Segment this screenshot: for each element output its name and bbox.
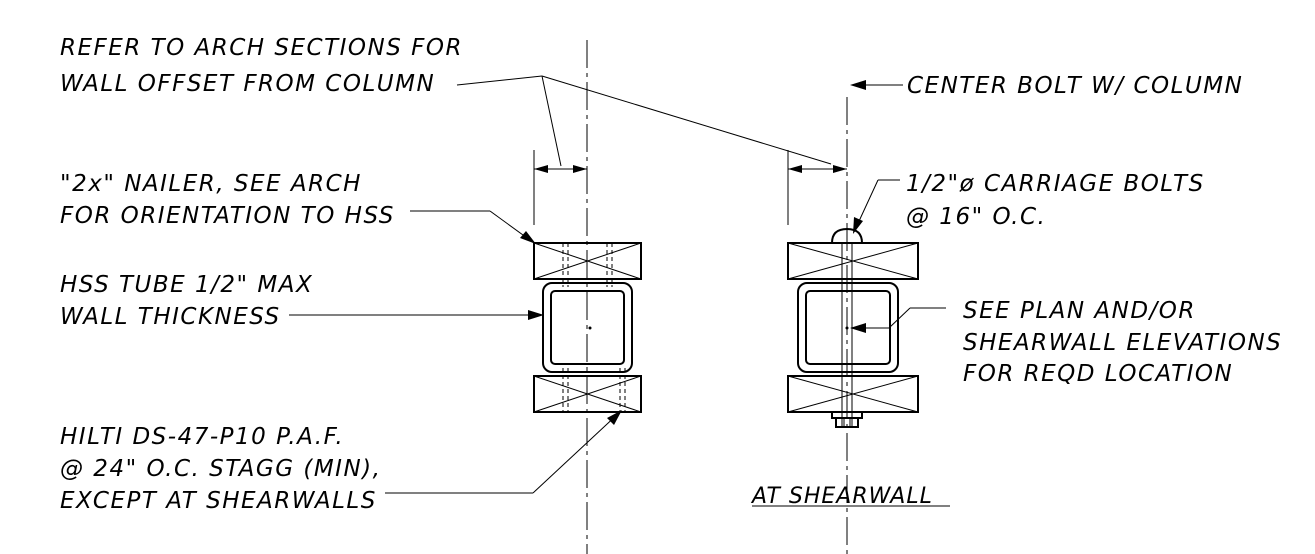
carriage-bolt-head bbox=[831, 227, 863, 244]
left-paf-fasteners bbox=[562, 243, 626, 412]
svg-text:REFER TO ARCH SECTIONS FOR: REFER TO ARCH SECTIONS FOR bbox=[60, 35, 463, 61]
note-refer-arch-sections: REFER TO ARCH SECTIONS FOR WALL OFFSET F… bbox=[60, 35, 463, 97]
right-top-nailer bbox=[787, 242, 919, 280]
detail-title: AT SHEARWALL bbox=[750, 484, 950, 509]
left-detail bbox=[533, 40, 642, 554]
note-center-bolt: CENTER BOLT W/ COLUMN bbox=[907, 73, 1243, 99]
svg-text:SHEARWALL ELEVATIONS: SHEARWALL ELEVATIONS bbox=[963, 330, 1282, 356]
svg-text:FOR REQD LOCATION: FOR REQD LOCATION bbox=[963, 361, 1233, 387]
left-hss-tube bbox=[542, 282, 633, 373]
left-offset-dimension bbox=[533, 150, 587, 225]
svg-text:EXCEPT AT SHEARWALLS: EXCEPT AT SHEARWALLS bbox=[60, 488, 377, 514]
right-offset-dimension bbox=[787, 150, 847, 225]
note-hilti: HILTI DS-47-P10 P.A.F. @ 24" O.C. STAGG … bbox=[60, 424, 381, 514]
note-hss-tube: HSS TUBE 1/2" MAX WALL THICKNESS bbox=[60, 272, 313, 330]
svg-text:1/2"ø CARRIAGE BOLTS: 1/2"ø CARRIAGE BOLTS bbox=[906, 171, 1205, 197]
svg-text:SEE PLAN AND/OR: SEE PLAN AND/OR bbox=[963, 298, 1196, 324]
svg-text:HILTI DS-47-P10 P.A.F.: HILTI DS-47-P10 P.A.F. bbox=[60, 424, 344, 450]
note-nailer: "2x" NAILER, SEE ARCH FOR ORIENTATION TO… bbox=[60, 171, 395, 229]
svg-text:AT SHEARWALL: AT SHEARWALL bbox=[750, 484, 933, 509]
note-carriage-bolts: 1/2"ø CARRIAGE BOLTS @ 16" O.C. bbox=[906, 171, 1205, 230]
left-top-nailer bbox=[533, 242, 642, 280]
carriage-bolt-shank bbox=[841, 243, 853, 428]
svg-text:WALL OFFSET FROM COLUMN: WALL OFFSET FROM COLUMN bbox=[60, 71, 435, 97]
right-bottom-nailer bbox=[787, 375, 919, 413]
note-see-plan: SEE PLAN AND/OR SHEARWALL ELEVATIONS FOR… bbox=[963, 298, 1282, 387]
svg-text:WALL THICKNESS: WALL THICKNESS bbox=[60, 304, 281, 330]
left-bottom-nailer bbox=[533, 375, 642, 413]
svg-text:"2x" NAILER, SEE ARCH: "2x" NAILER, SEE ARCH bbox=[60, 171, 362, 197]
svg-text:HSS TUBE 1/2" MAX: HSS TUBE 1/2" MAX bbox=[60, 272, 313, 298]
svg-text:FOR ORIENTATION TO HSS: FOR ORIENTATION TO HSS bbox=[60, 203, 395, 229]
right-detail bbox=[787, 97, 919, 554]
leader-lines bbox=[289, 75, 946, 494]
svg-text:@ 16" O.C.: @ 16" O.C. bbox=[906, 204, 1046, 230]
carriage-bolt-nut bbox=[831, 411, 863, 428]
svg-text:@ 24" O.C. STAGG (MIN),: @ 24" O.C. STAGG (MIN), bbox=[60, 456, 381, 482]
